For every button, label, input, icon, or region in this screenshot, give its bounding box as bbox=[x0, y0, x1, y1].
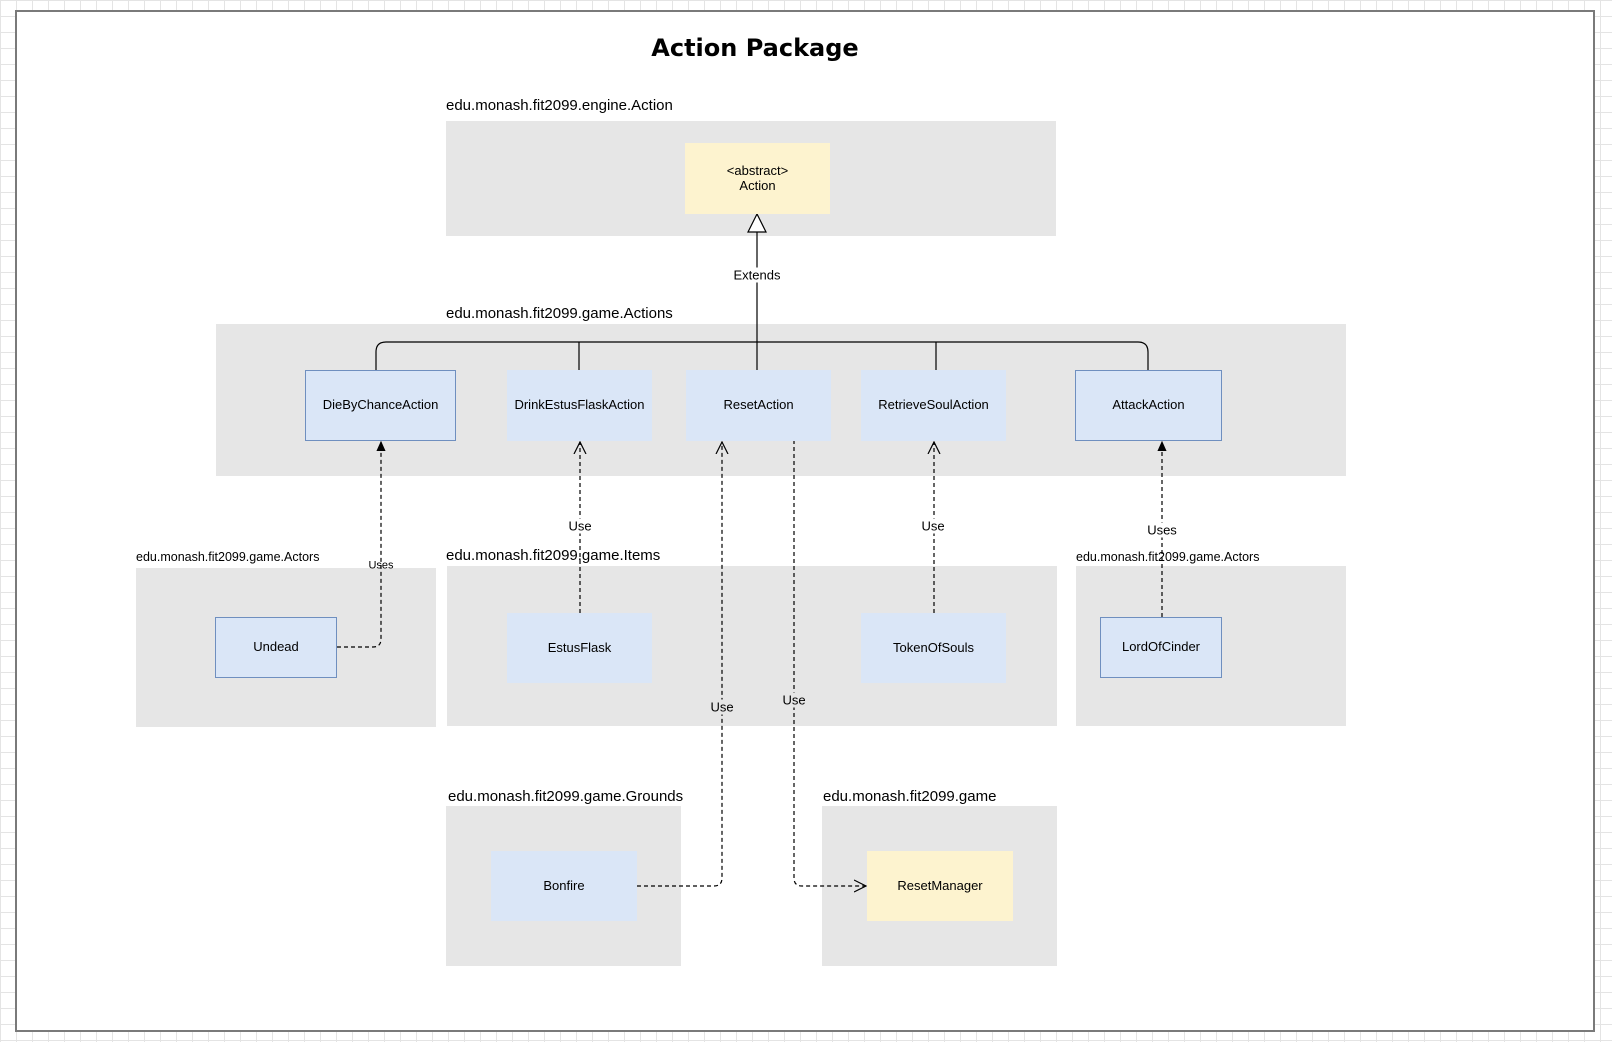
action-name: Action bbox=[739, 177, 776, 193]
class-undead[interactable]: Undead bbox=[215, 617, 337, 678]
package-label-game-actions: edu.monash.fit2099.game.Actions bbox=[446, 305, 673, 322]
class-estus-flask[interactable]: EstusFlask bbox=[507, 613, 652, 683]
package-label-game-actors-left: edu.monash.fit2099.game.Actors bbox=[136, 550, 320, 564]
reset-use-label: Use bbox=[780, 692, 808, 708]
class-lord-of-cinder[interactable]: LordOfCinder bbox=[1100, 617, 1222, 678]
reset-use-edge bbox=[793, 440, 866, 886]
token-use-label: Use bbox=[919, 518, 947, 534]
extends-label: Extends bbox=[731, 267, 783, 283]
class-drink-estus-flask-action[interactable]: DrinkEstusFlaskAction bbox=[507, 370, 652, 441]
class-action[interactable]: <abstract> Action bbox=[685, 143, 830, 214]
package-label-game-items: edu.monash.fit2099.game.Items bbox=[446, 547, 661, 564]
class-die-by-chance-action[interactable]: DieByChanceAction bbox=[305, 370, 456, 441]
class-bonfire[interactable]: Bonfire bbox=[491, 851, 637, 921]
undead-uses-edge bbox=[337, 442, 381, 648]
bonfire-use-edge bbox=[637, 442, 722, 887]
package-label-game-actors-right: edu.monash.fit2099.game.Actors bbox=[1076, 550, 1260, 564]
class-reset-manager[interactable]: ResetManager bbox=[867, 851, 1013, 921]
lord-uses-label: Uses bbox=[1145, 522, 1179, 538]
package-label-engine-action: edu.monash.fit2099.engine.Action bbox=[446, 97, 673, 114]
bonfire-use-label: Use bbox=[708, 699, 736, 715]
class-token-of-souls[interactable]: TokenOfSouls bbox=[861, 613, 1006, 683]
class-attack-action[interactable]: AttackAction bbox=[1075, 370, 1222, 441]
class-reset-action[interactable]: ResetAction bbox=[686, 370, 831, 441]
package-label-game-grounds: edu.monash.fit2099.game.Grounds bbox=[448, 788, 684, 805]
undead-uses-label: Uses bbox=[368, 559, 394, 572]
extends-edge bbox=[375, 212, 1149, 370]
class-retrieve-soul-action[interactable]: RetrieveSoulAction bbox=[861, 370, 1006, 441]
diagram-title: Action Package bbox=[651, 34, 859, 62]
estus-use-label: Use bbox=[566, 518, 594, 534]
action-stereotype: <abstract> bbox=[726, 162, 789, 178]
package-label-game: edu.monash.fit2099.game bbox=[823, 788, 997, 805]
